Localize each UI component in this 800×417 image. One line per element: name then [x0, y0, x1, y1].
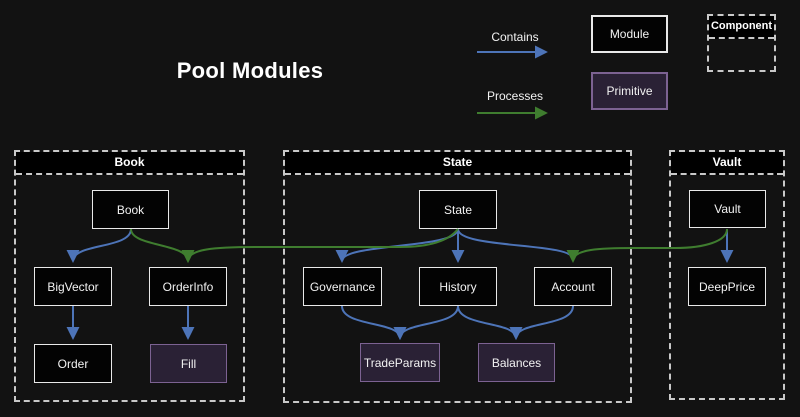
node-account-label: Account — [551, 279, 595, 294]
node-fill-label: Fill — [180, 356, 197, 371]
node-history-label: History — [439, 279, 477, 294]
node-orderinfo: OrderInfo — [149, 267, 227, 306]
node-deepprice-label: DeepPrice — [698, 279, 756, 294]
container-book-title: Book — [16, 152, 243, 175]
legend-primitive-label: Primitive — [606, 84, 653, 98]
node-state: State — [419, 190, 497, 229]
container-book: Book — [14, 150, 245, 402]
legend-component-box: Component — [707, 14, 776, 72]
node-deepprice: DeepPrice — [688, 267, 766, 306]
legend-component-label: Component — [709, 16, 774, 39]
node-bigvector: BigVector — [34, 267, 112, 306]
legend-processes-label: Processes — [486, 89, 544, 103]
node-tradeparams-label: TradeParams — [363, 355, 437, 370]
node-vault-label: Vault — [714, 202, 741, 216]
container-state: State — [283, 150, 632, 403]
legend-module-label: Module — [609, 27, 650, 41]
node-tradeparams: TradeParams — [360, 343, 440, 382]
node-balances-label: Balances — [491, 355, 542, 370]
legend-primitive-box: Primitive — [591, 72, 668, 110]
node-state-label: State — [443, 202, 473, 217]
node-book-label: Book — [116, 202, 145, 217]
node-fill: Fill — [150, 344, 227, 383]
node-bigvector-label: BigVector — [47, 279, 99, 294]
node-order: Order — [34, 344, 112, 383]
legend-contains-label: Contains — [491, 30, 539, 44]
node-history: History — [419, 267, 497, 306]
legend-module-box: Module — [591, 15, 668, 53]
node-book: Book — [92, 190, 169, 229]
node-governance: Governance — [303, 267, 382, 306]
node-orderinfo-label: OrderInfo — [162, 279, 214, 294]
container-vault-title: Vault — [671, 152, 783, 175]
node-account: Account — [534, 267, 612, 306]
page-title: Pool Modules — [176, 58, 324, 83]
node-balances: Balances — [478, 343, 555, 382]
node-order-label: Order — [57, 356, 89, 371]
node-governance-label: Governance — [309, 279, 376, 294]
container-state-title: State — [285, 152, 630, 175]
node-vault: Vault — [689, 190, 766, 228]
container-vault: Vault — [669, 150, 785, 400]
